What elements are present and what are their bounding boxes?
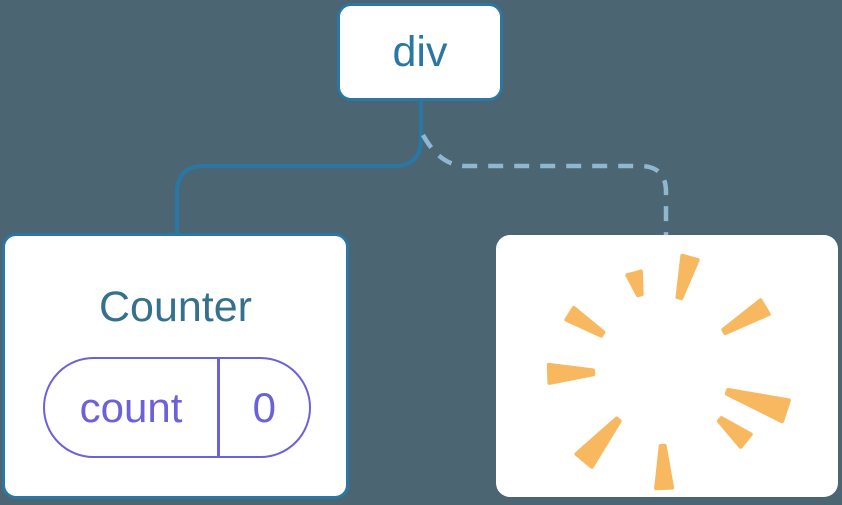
state-value-label: 0 <box>252 383 276 431</box>
burst-ray <box>721 298 771 336</box>
state-key-label: count <box>79 383 183 431</box>
link-div-to-removed <box>421 133 669 237</box>
removed-component-card <box>496 235 838 497</box>
burst-ray <box>716 416 753 449</box>
burst-ray <box>675 253 700 301</box>
burst-ray <box>724 388 791 424</box>
burst-icon <box>546 253 791 491</box>
burst-ray <box>625 269 644 298</box>
burst-ray <box>546 362 596 385</box>
burst-ray <box>564 305 606 338</box>
node-div-label: div <box>392 27 448 76</box>
burst-ray <box>654 443 675 491</box>
state-pill: count 0 <box>43 357 311 458</box>
pill-divider <box>217 359 220 456</box>
burst-ray <box>574 416 622 469</box>
counter-title: Counter <box>99 283 252 331</box>
counter-component-card: Counter count 0 <box>2 233 349 499</box>
node-div: div <box>337 3 503 101</box>
link-div-to-counter <box>175 100 423 235</box>
